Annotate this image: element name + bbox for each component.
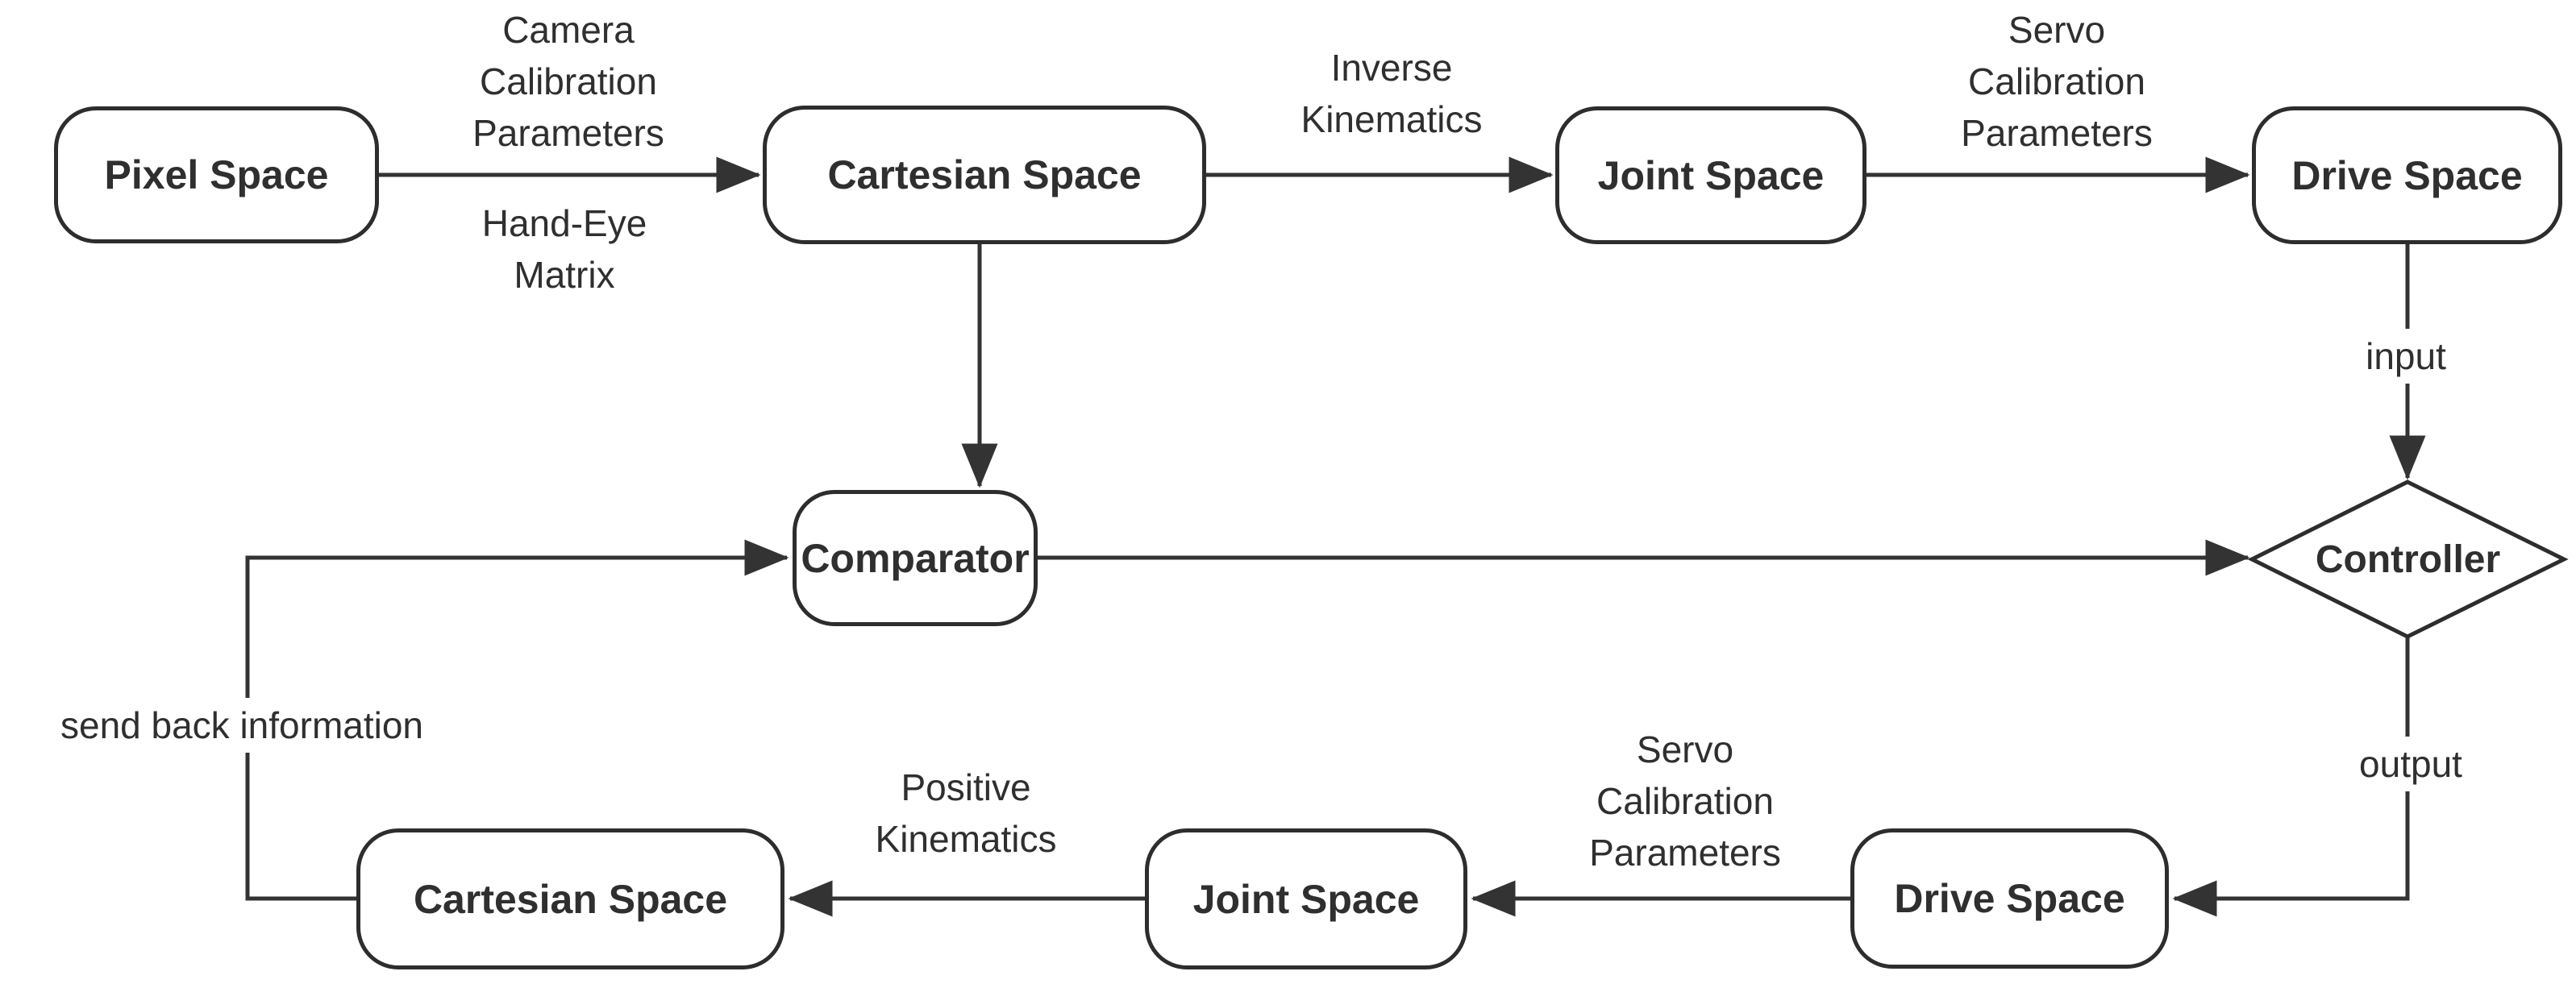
node-drive-space-top: Drive Space (2252, 106, 2562, 244)
node-joint-space-bottom: Joint Space (1145, 828, 1467, 969)
edge-label-servo-calibration-parameters-top: Servo Calibration Parameters (1961, 9, 2153, 154)
edge-label-servo-calibration-parameters-bottom: Servo Calibration Parameters (1589, 729, 1781, 874)
node-comparator-label: Comparator (801, 535, 1030, 581)
edge-label-output: output (2348, 737, 2474, 791)
edge-label-positive-kinematics: Positive Kinematics (875, 766, 1057, 860)
node-joint-space-top: Joint Space (1555, 106, 1866, 244)
edge-controller-output-to-drive (2172, 637, 2410, 917)
node-pixel-space-label: Pixel Space (104, 152, 329, 197)
node-joint-space-top-label: Joint Space (1597, 152, 1825, 198)
node-drive-space-bottom: Drive Space (1850, 828, 2169, 969)
node-controller: Controller (2252, 482, 2564, 637)
node-comparator: Comparator (793, 490, 1038, 626)
node-controller-label: Controller (2315, 538, 2501, 581)
node-pixel-space: Pixel Space (54, 106, 379, 243)
edge-label-inverse-kinematics: Inverse Kinematics (1300, 47, 1483, 140)
edge-label-camera-calibration-parameters: Camera Calibration Parameters (472, 9, 664, 154)
node-cartesian-space-bottom: Cartesian Space (356, 828, 784, 969)
node-cartesian-space-top: Cartesian Space (763, 106, 1206, 244)
edge-label-input: input (2354, 329, 2457, 384)
node-controller-shape (2247, 479, 2569, 639)
node-cartesian-space-bottom-label: Cartesian Space (413, 876, 728, 922)
edge-label-send-back-information: send back information (48, 698, 435, 753)
node-drive-space-bottom-label: Drive Space (1894, 876, 2125, 921)
node-drive-space-top-label: Drive Space (2291, 152, 2523, 198)
edge-label-hand-eye-matrix: Hand-Eye Matrix (481, 202, 647, 296)
node-joint-space-bottom-label: Joint Space (1192, 876, 1420, 922)
node-cartesian-space-top-label: Cartesian Space (827, 152, 1142, 197)
